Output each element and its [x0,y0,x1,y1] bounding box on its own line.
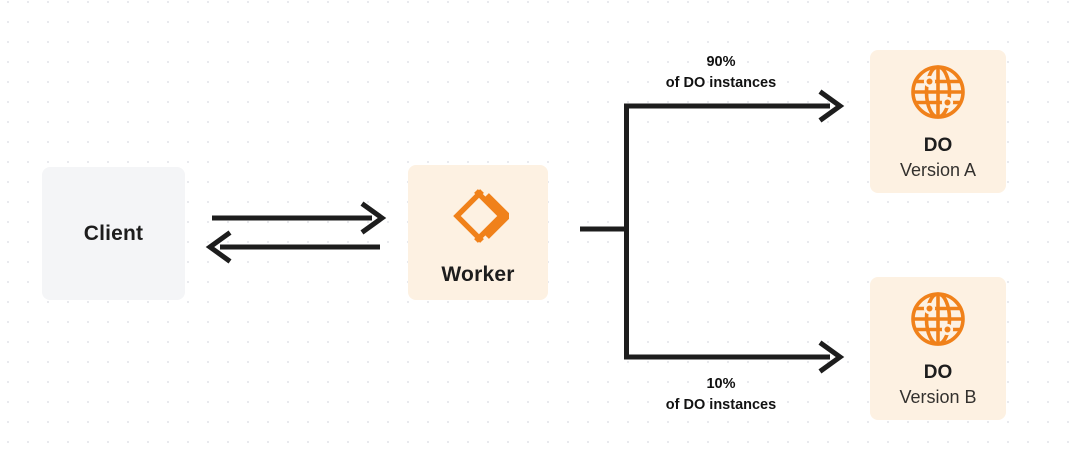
edge-label-90-percent: 90% of DO instances [655,52,787,94]
node-worker-label: Worker [441,262,515,286]
edge-client-to-worker [212,201,387,235]
edge-label-90-percent-value: 90% [706,54,736,70]
node-do-a-sublabel: Version A [899,159,977,180]
edge-label-10-percent-caption: of DO instances [665,397,777,414]
node-do-version-b: DO Version B [870,277,1006,420]
arrow-left-icon [205,230,232,264]
node-client-label: Client [83,221,144,245]
globe-icon [909,290,967,348]
edge-worker-to-client [205,230,380,264]
arrow-right-icon [818,89,845,123]
globe-icon [909,63,967,121]
node-do-version-a: DO Version A [870,50,1006,193]
cloudflare-workers-icon [447,185,512,247]
arrow-right-icon [360,201,387,235]
edge-worker-to-do-a [624,89,845,123]
node-do-b-label: DO [923,361,953,383]
node-client: Client [42,167,185,300]
node-do-a-label: DO [923,134,953,156]
edge-worker-to-do-b [624,340,845,374]
edge-label-10-percent-value: 10% [706,376,736,392]
node-worker: Worker [408,165,548,300]
edge-worker-split-bracket [580,103,629,360]
edge-label-10-percent: 10% of DO instances [655,374,787,416]
arrow-right-icon [818,340,845,374]
node-do-b-sublabel: Version B [899,386,977,407]
edge-label-90-percent-caption: of DO instances [665,75,777,92]
